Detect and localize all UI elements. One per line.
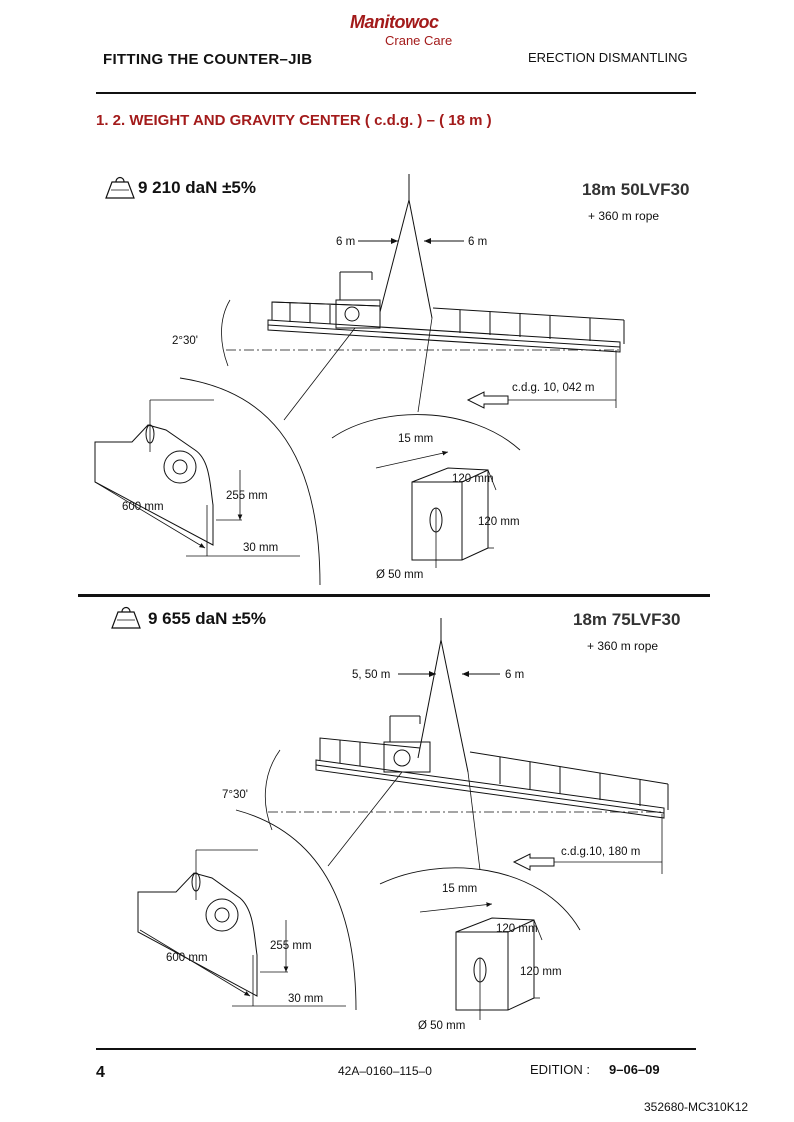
panel1-weight: 9 210 daN ±5% [138, 178, 257, 197]
edition-value: 9–06–09 [609, 1062, 660, 1077]
panel1-left-dist: 6 m [336, 236, 355, 248]
panel1-counter-jib [267, 271, 625, 353]
page-number: 4 [96, 1064, 105, 1081]
panel1-lug-detail [94, 399, 300, 557]
panel2-angle: 7°30' [222, 789, 248, 801]
panel1-right-dist: 6 m [468, 236, 487, 248]
panel2-rope: + 360 m rope [587, 639, 659, 653]
chapter-title: ERECTION DISMANTLING [528, 50, 688, 65]
panel1-drawing: 6 m 6 m 2°30' [94, 174, 625, 586]
panel2-weight-icon [111, 606, 141, 629]
panel2-weight: 9 655 daN ±5% [148, 609, 267, 628]
panel2-d15: 15 mm [442, 883, 477, 895]
panel2-model: 18m 75LVF30 [573, 610, 681, 629]
panel1-plate-detail [375, 450, 497, 568]
document-code: 42A–0160–115–0 [338, 1064, 432, 1078]
edition-label: EDITION : [530, 1062, 590, 1077]
panel2-d120a: 120 mm [496, 923, 538, 935]
panel2-plate-detail [419, 902, 543, 1020]
section-title: 1. 2. WEIGHT AND GRAVITY CENTER ( c.d.g.… [96, 112, 492, 129]
panel2-right-dist: 6 m [505, 669, 524, 681]
page-title: FITTING THE COUNTER–JIB [103, 51, 313, 68]
panel1-rope: + 360 m rope [588, 209, 660, 223]
panel2-cdg: c.d.g.10, 180 m [561, 846, 640, 858]
panel1-d600: 600 mm [122, 501, 164, 513]
panel2-d600: 600 mm [166, 952, 208, 964]
panel2-d255: 255 mm [270, 940, 312, 952]
panel2-left-dist: 5, 50 m [352, 669, 390, 681]
panel1-d255: 255 mm [226, 490, 268, 502]
panel2-d30: 30 mm [288, 993, 323, 1005]
panel1-diam: Ø 50 mm [376, 569, 423, 581]
panel1-d15: 15 mm [398, 433, 433, 445]
brand-subtitle: Crane Care [385, 33, 453, 48]
panel2-lug-detail [137, 849, 346, 1007]
panel1-angle: 2°30' [172, 335, 198, 347]
panel2-diam: Ø 50 mm [418, 1020, 465, 1032]
panel1-d30: 30 mm [243, 542, 278, 554]
footer-rule [96, 1048, 696, 1050]
panel2-drawing: 5, 50 m 6 m 7°30' c.d.g.10, 180 [111, 606, 669, 1032]
panel1-d120b: 120 mm [478, 516, 520, 528]
panel1-weight-icon [105, 176, 135, 199]
panel1-model: 18m 50LVF30 [582, 180, 690, 199]
panel2-d120b: 120 mm [520, 966, 562, 978]
panel-divider [78, 594, 710, 597]
panel2-counter-jib [315, 715, 669, 819]
panel1-cdg: c.d.g. 10, 042 m [512, 382, 594, 394]
document-reference: 352680-MC310K12 [644, 1100, 749, 1114]
brand-logo: Manitowoc [350, 12, 439, 32]
header-rule [96, 92, 696, 94]
panel1-d120a: 120 mm [452, 473, 494, 485]
